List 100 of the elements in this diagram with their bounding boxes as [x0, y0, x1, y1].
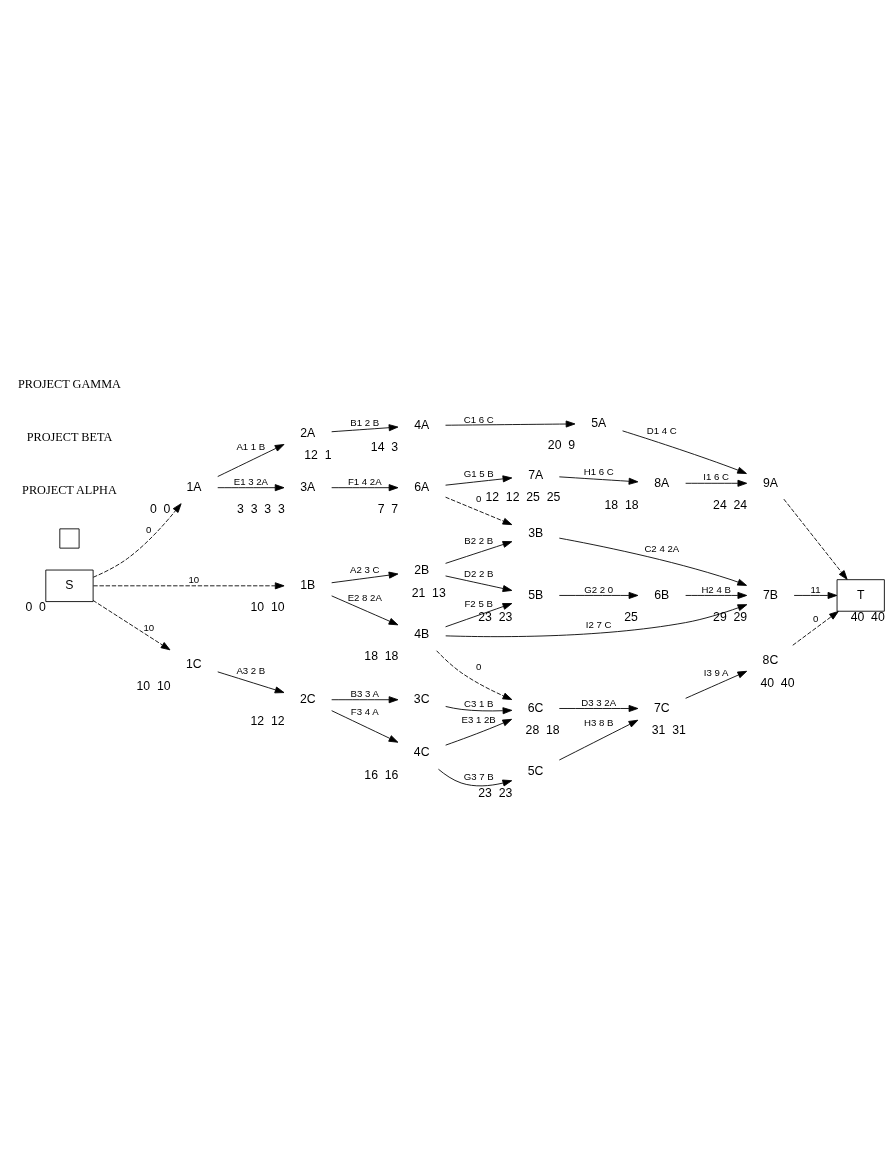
arrow: [558, 537, 747, 586]
edge-label: C2 4 2A: [644, 542, 680, 554]
arrow: [445, 496, 513, 525]
edge-label: C1 6 C: [463, 413, 494, 425]
node-label: 10 10: [250, 599, 285, 614]
edge-label: E1 3 2A: [233, 475, 268, 487]
edge-label: 0: [146, 523, 152, 535]
edge-label: 10: [143, 621, 155, 633]
arrow: [445, 474, 513, 486]
edge-label: A2 3 C: [350, 563, 380, 575]
arrow: [558, 475, 639, 485]
edge-label: F3 4 A: [350, 705, 379, 717]
node-text: 2B: [414, 562, 430, 577]
arrow: [92, 502, 182, 578]
arrow: [445, 602, 513, 627]
node-label: 18 18: [364, 648, 399, 663]
node-text: 1A: [186, 479, 202, 494]
edge-label: H1 6 C: [583, 465, 614, 477]
arrow: [558, 591, 639, 599]
edge-label: H3 8 B: [584, 716, 614, 728]
node-box: [59, 527, 80, 549]
edge-label: G2 2 0: [584, 583, 614, 595]
node-text: 7B: [762, 587, 778, 602]
edge-label: E3 1 2B: [461, 713, 496, 725]
arrow: [685, 479, 748, 487]
arrow: [438, 768, 513, 786]
label: PROJECT BETA: [26, 429, 113, 444]
node-text: 3B: [528, 525, 544, 540]
node-text: 4C: [413, 744, 430, 759]
node-label: 12 12 25 25: [485, 489, 561, 504]
arrow: [331, 483, 399, 491]
edge-label: I3 9 A: [703, 666, 729, 678]
arrow: [792, 610, 839, 646]
arrow: [445, 420, 576, 428]
node-text: 7C: [653, 700, 670, 715]
edge-label: 0: [812, 612, 819, 624]
edge-label: F2 5 B: [464, 597, 493, 609]
edge-label: E2 8 2A: [347, 591, 382, 603]
node-label: 31 31: [651, 722, 686, 737]
edge-label: G3 7 B: [463, 770, 494, 782]
edge-label: A3 2 B: [236, 664, 266, 676]
node-label: 3 3 3 3: [237, 501, 285, 516]
arrow: [783, 498, 848, 580]
node-label: 25: [624, 609, 638, 624]
node-box: T: [836, 578, 885, 612]
node-label: 18 18: [604, 497, 639, 512]
node-label: 40 40: [850, 609, 885, 624]
node-label: 7 7: [377, 501, 399, 516]
node-label: 16 16: [364, 767, 399, 782]
arrow: [622, 429, 747, 474]
arrow: [217, 443, 285, 477]
arrow: [92, 599, 171, 650]
edge-label: B1 2 B: [350, 416, 380, 428]
node-text: 8A: [654, 475, 670, 490]
node-label: 28 18: [525, 722, 560, 737]
node-text: 7A: [528, 467, 544, 482]
arrow: [685, 591, 748, 599]
edge-label: 0: [475, 492, 482, 504]
edge-label: C3 1 B: [463, 697, 494, 709]
node-text: 5A: [591, 415, 607, 430]
node-text: 2C: [299, 691, 316, 706]
node-text: 5C: [527, 763, 544, 778]
arrow: [217, 670, 285, 693]
node-label: 0 0: [25, 599, 46, 614]
edge-label: H2 4 B: [701, 583, 731, 595]
arrow: [558, 704, 639, 712]
arrow: [445, 718, 513, 746]
arrow: [558, 719, 639, 760]
node-text: 3A: [300, 479, 316, 494]
arrow: [331, 709, 399, 743]
node-text: 6B: [654, 587, 670, 602]
edge-label: I2 7 C: [585, 618, 612, 630]
node-label: 12 1: [304, 447, 332, 462]
arrow: [331, 695, 399, 703]
edge-label: D1 4 C: [646, 424, 677, 436]
node-text: 6A: [414, 479, 430, 494]
edge-label: 0: [475, 660, 482, 672]
edge-label: 11: [810, 583, 821, 595]
label: PROJECT ALPHA: [22, 482, 117, 497]
node-label: 29 29: [713, 609, 748, 624]
edge-label: D3 3 2A: [581, 696, 617, 708]
arrow: [331, 594, 399, 625]
arrow: [445, 575, 513, 592]
edge-label: G1 5 B: [463, 467, 494, 479]
node-label: 10 10: [136, 678, 171, 693]
arrow: [445, 540, 513, 564]
node-text: 2A: [300, 425, 316, 440]
label: PROJECT GAMMA: [18, 376, 121, 391]
node-text: 1B: [300, 577, 316, 592]
node-text: 6C: [527, 700, 544, 715]
arrow: [331, 423, 399, 432]
node-text: 4B: [414, 626, 430, 641]
edge-label: F1 4 2A: [347, 475, 382, 487]
node-box: S: [45, 569, 94, 602]
arrow: [445, 705, 513, 714]
edge-label: D2 2 B: [463, 567, 494, 579]
node-label: 24 24: [713, 497, 748, 512]
arrow: [436, 649, 513, 700]
arrow: [445, 603, 748, 637]
node-label: 21 13: [411, 585, 446, 599]
